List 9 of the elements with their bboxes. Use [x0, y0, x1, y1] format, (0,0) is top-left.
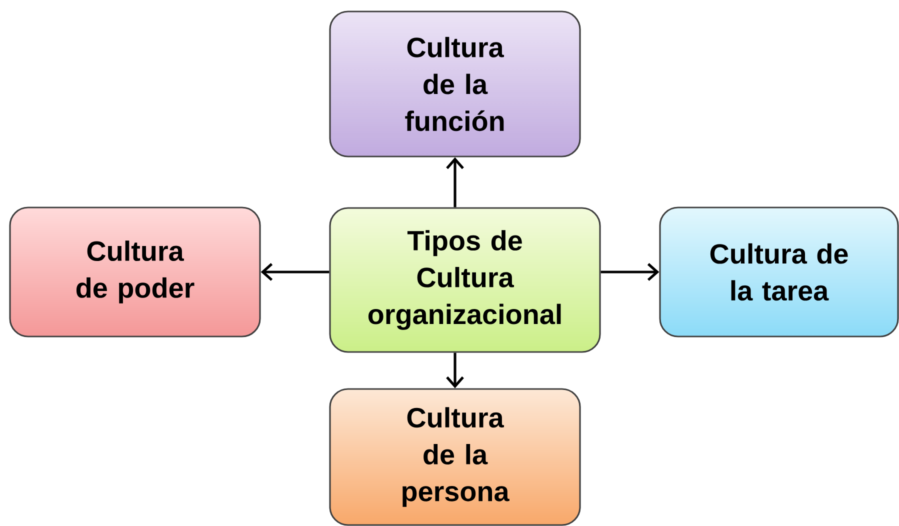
rounded-box: Cultura de la tarea — [659, 206, 899, 338]
arrow — [446, 157, 464, 208]
arrow — [446, 352, 464, 388]
rounded-box: Cultura de la función — [329, 10, 581, 158]
arrow — [600, 263, 660, 281]
arrow — [260, 263, 330, 281]
rounded-box: Tipos de Cultura organizacional — [329, 207, 601, 353]
rounded-box: Cultura de la persona — [329, 388, 581, 526]
rounded-box: Cultura de poder — [9, 206, 261, 338]
